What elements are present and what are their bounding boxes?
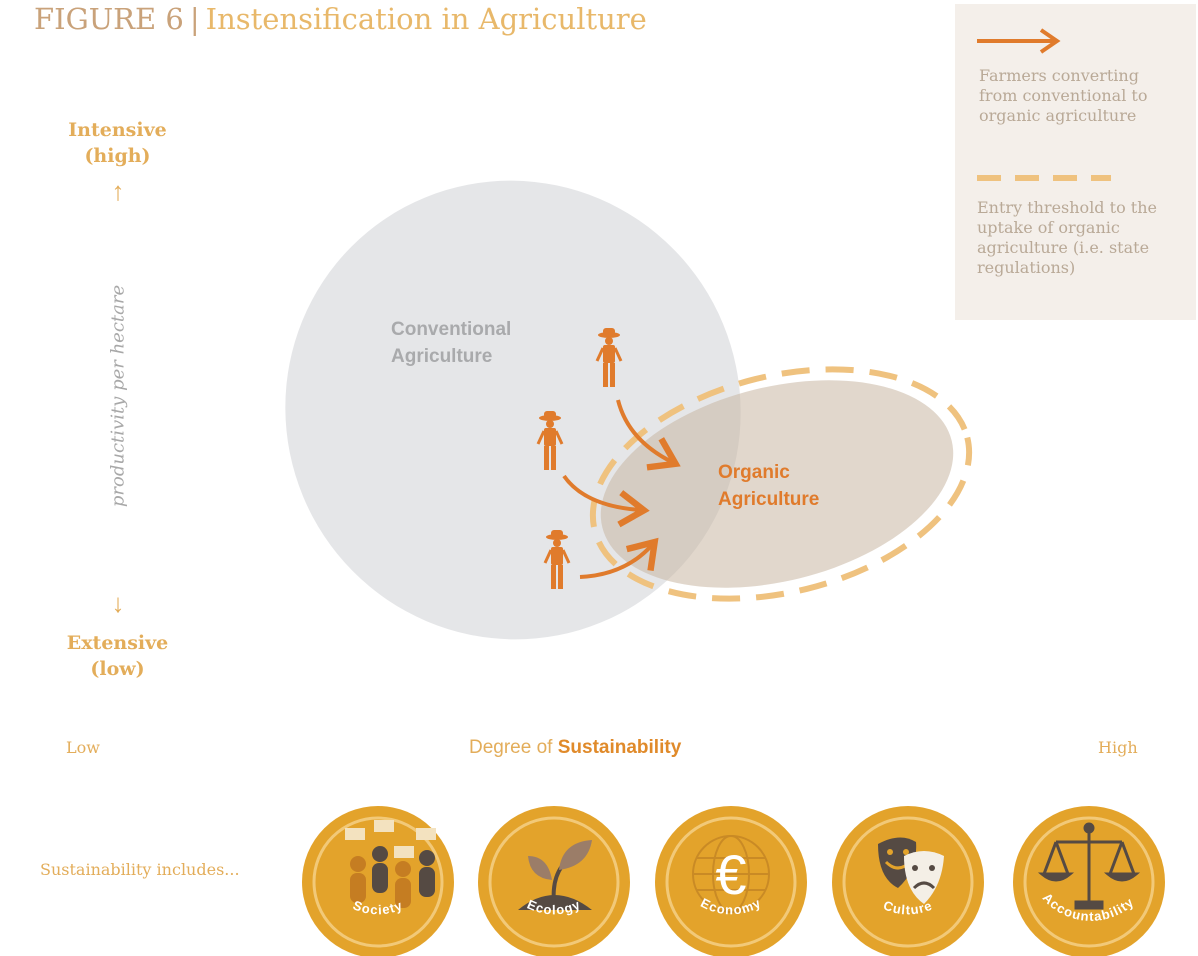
euro-globe-icon <box>692 835 770 913</box>
conversion-arrow <box>579 537 659 579</box>
ecology-label: Ecology <box>525 897 582 918</box>
farmer-icon <box>536 411 564 470</box>
euro-symbol: € <box>715 843 746 906</box>
economy-label: Economy <box>698 895 762 917</box>
svg-text:Economy: Economy <box>698 895 763 917</box>
svg-text:Society: Society <box>351 897 405 917</box>
farmer-icon <box>595 328 623 387</box>
legend-threshold-text: Entry threshold to the uptake of organic… <box>977 198 1157 277</box>
sustainability-icons: Society Ecology € Economy <box>302 806 1165 956</box>
solid-arrow-legend-icon <box>977 28 1061 54</box>
people-icon <box>345 820 436 908</box>
culture-label: Culture <box>881 898 933 918</box>
sprout-icon <box>518 840 592 910</box>
society-label: Society <box>351 897 404 917</box>
farmer-icon <box>543 530 571 589</box>
x-axis-title-prefix: Degree of <box>469 737 553 758</box>
x-axis-high-label: High <box>1098 738 1138 757</box>
theatre-masks-icon <box>878 837 944 904</box>
x-axis-title: Degree of Sustainability <box>469 737 681 759</box>
accountability-badge: Accountability <box>1013 806 1165 956</box>
conversion-arrow <box>616 399 681 471</box>
figure-title: FIGURE 6|Instensification in Agriculture <box>34 2 647 36</box>
dashed-line-legend-icon <box>977 175 1111 181</box>
legend-arrow-text: Farmers converting from conventional to … <box>979 66 1148 125</box>
sustainability-label: Sustainability includes... <box>40 860 240 879</box>
x-axis-title-bold: Sustainability <box>557 737 682 758</box>
scales-icon <box>1037 822 1141 910</box>
society-badge: Society <box>302 806 454 956</box>
svg-text:Ecology: Ecology <box>525 897 583 918</box>
up-arrow-icon: ↑ <box>111 176 125 206</box>
culture-badge: Culture <box>832 806 984 956</box>
organic-ellipse <box>600 380 954 588</box>
title-separator: | <box>189 2 200 36</box>
down-arrow-icon: ↓ <box>111 588 125 618</box>
legend: Farmers converting from conventional to … <box>955 4 1196 320</box>
economy-badge: € Economy <box>655 806 807 956</box>
svg-text:Culture: Culture <box>881 898 934 918</box>
figure-title-text: Instensification in Agriculture <box>205 2 647 36</box>
ecology-badge: Ecology <box>478 806 630 956</box>
threshold-dashed-ellipse <box>589 366 973 602</box>
y-axis-top-label: Intensive(high) <box>68 119 167 167</box>
y-axis-bottom-label: Extensive(low) <box>66 632 169 680</box>
conversion-arrow <box>562 474 650 528</box>
x-axis-low-label: Low <box>66 738 100 757</box>
figure-number: FIGURE 6 <box>34 2 184 36</box>
intensification-diagram: ++++++++++++++++++++++++++++++++++++++++… <box>285 180 973 640</box>
